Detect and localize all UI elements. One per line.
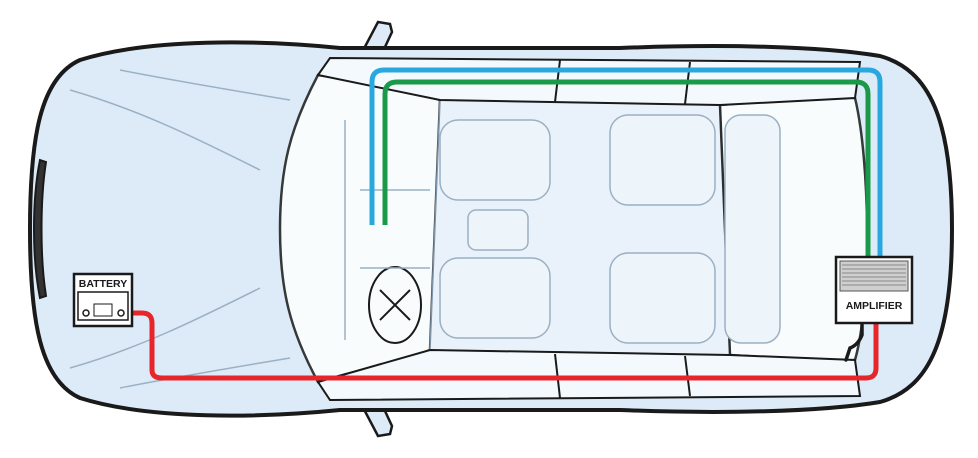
green-signal-wire: [382, 79, 871, 262]
hood-lines: [69, 69, 291, 389]
amplifier-label: AMPLIFIER: [846, 300, 903, 312]
blue-signal-wire: [369, 67, 883, 262]
interior-seats: [439, 114, 781, 344]
steering-wheel: [368, 266, 422, 344]
amplifier: AMPLIFIER: [834, 255, 914, 325]
battery-label: BATTERY: [79, 278, 127, 290]
side-windows-bottom: [316, 348, 862, 402]
battery-terminal-positive: [117, 309, 125, 317]
windshield: [278, 73, 442, 384]
battery-terminal-negative: [82, 309, 90, 317]
front-grille: [33, 158, 48, 300]
ground-wire: [844, 320, 864, 362]
battery: BATTERY: [72, 272, 134, 328]
amplifier-heatsink-fins: [842, 264, 906, 286]
power-wire: [128, 310, 879, 381]
